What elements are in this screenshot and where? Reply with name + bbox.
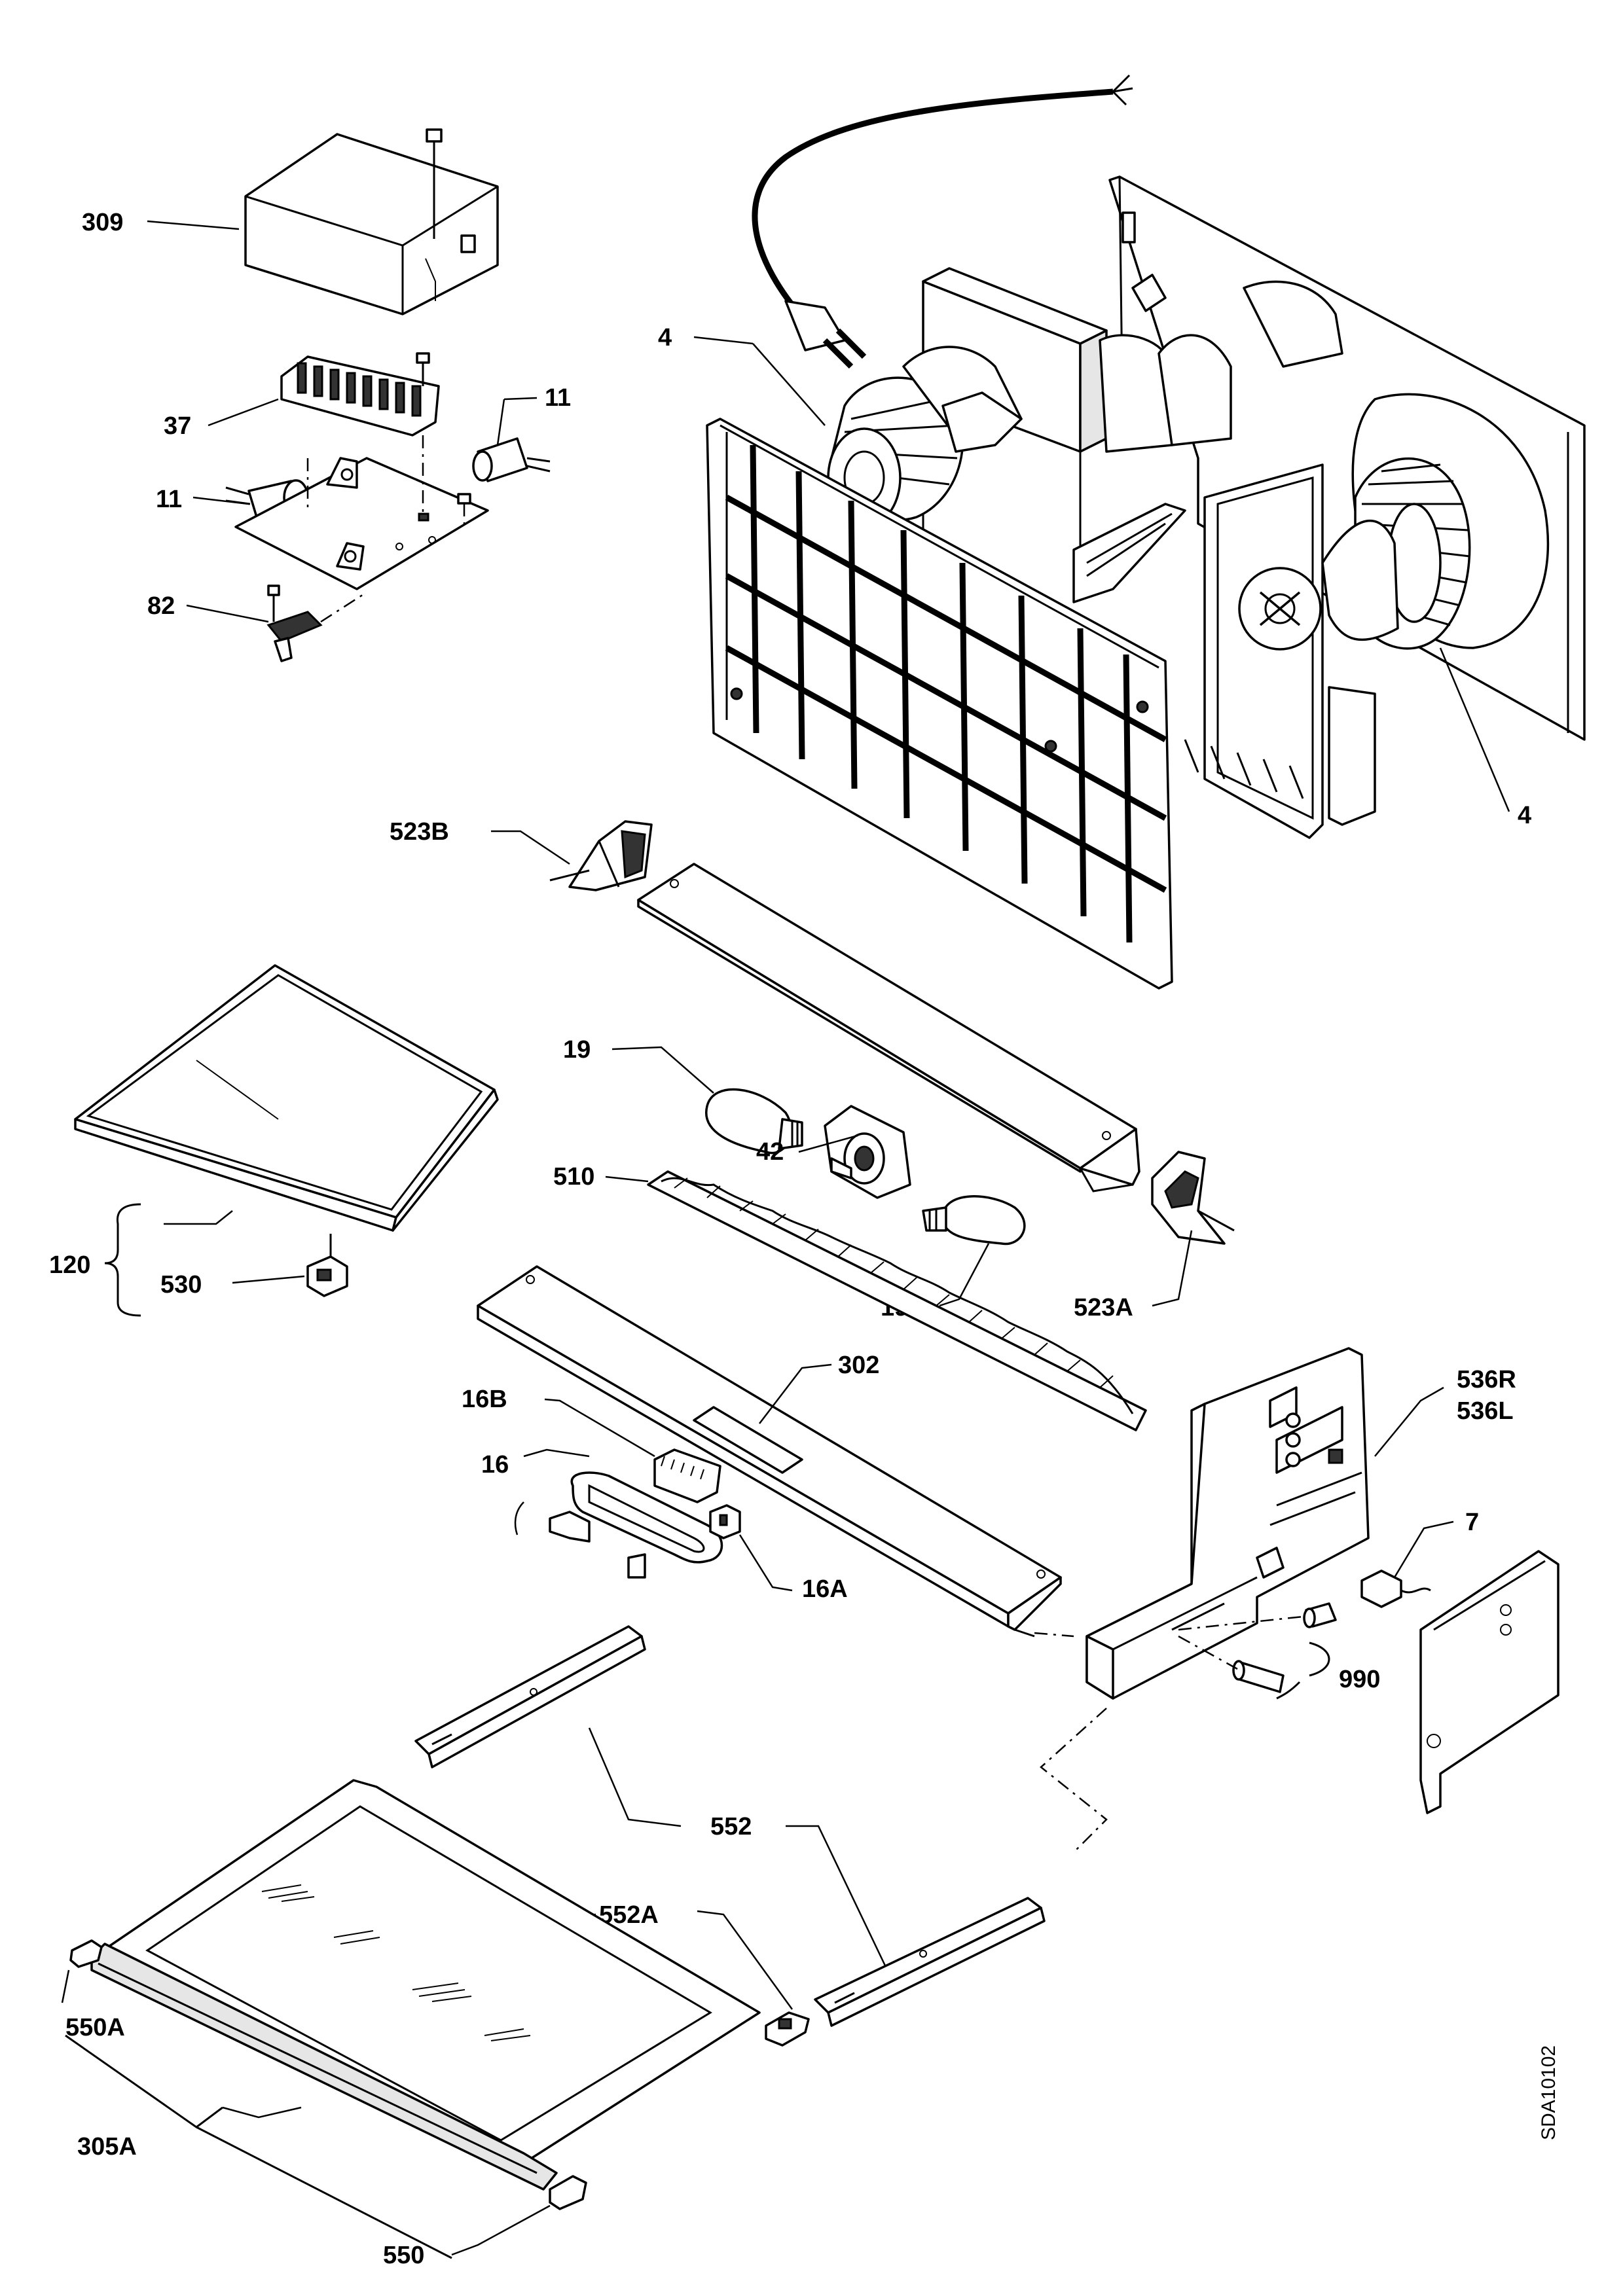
label-37: 37 — [164, 412, 191, 440]
dash-connector-2 — [1034, 1632, 1074, 1638]
lamp-bulb-19-upper — [704, 1088, 803, 1155]
label-550: 550 — [383, 2242, 424, 2269]
label-42: 42 — [756, 1138, 784, 1166]
label-536R: 536R — [1457, 1366, 1516, 1393]
label-82: 82 — [147, 592, 175, 620]
label-4-left: 4 — [658, 324, 672, 351]
label-4-right: 4 — [1518, 802, 1531, 829]
label-16A: 16A — [802, 1575, 848, 1603]
bracket-523A — [1151, 1151, 1235, 1245]
micro-switch-7 — [1360, 1570, 1431, 1608]
clip-530 — [306, 1234, 348, 1297]
label-16: 16 — [481, 1451, 509, 1479]
label-523B: 523B — [390, 818, 449, 846]
capacitor-11-right — [472, 437, 551, 482]
label-305A: 305A — [77, 2133, 137, 2161]
rail-clip-552A-lower — [765, 2011, 810, 2047]
label-7: 7 — [1465, 1509, 1479, 1536]
glass-panel-305A — [90, 1779, 761, 2191]
lamp-channel — [637, 863, 1140, 1193]
cover-plate — [1419, 1550, 1559, 1814]
label-120: 120 — [49, 1251, 90, 1279]
end-cap-550 — [549, 2175, 587, 2210]
label-552: 552 — [710, 1813, 752, 1840]
air-duct — [1072, 503, 1304, 799]
label-309: 309 — [82, 209, 123, 236]
rail-552-upper — [414, 1625, 646, 1768]
label-302: 302 — [838, 1352, 879, 1379]
grille-strip-510 — [647, 1170, 1147, 1431]
label-523A: 523A — [1074, 1294, 1133, 1321]
bracket-523B — [549, 820, 653, 891]
drawing-code: SDA10102 — [1538, 2045, 1559, 2140]
lamp-bulb-19-lower — [922, 1195, 1026, 1246]
rail-552-lower — [814, 1897, 1046, 2027]
end-cap-550A — [69, 1939, 103, 1968]
label-510: 510 — [553, 1163, 594, 1191]
side-frame-536 — [1085, 1347, 1370, 1700]
lamp-holder-42 — [824, 1105, 911, 1199]
filter-mat-120 — [74, 964, 499, 1232]
label-19-upper: 19 — [563, 1036, 591, 1064]
back-panel — [1108, 175, 1586, 741]
motor-fan-4-left — [827, 346, 1023, 528]
label-16B: 16B — [462, 1386, 507, 1413]
switch-panel-16 — [549, 1471, 723, 1579]
label-11-right: 11 — [545, 384, 571, 412]
motor-fan-4-right — [1203, 457, 1471, 839]
pcb-plate — [234, 435, 489, 590]
label-536L: 536L — [1457, 1397, 1514, 1425]
control-bar-302 — [477, 1265, 1062, 1638]
switch-unit-16B — [653, 1448, 721, 1503]
label-530: 530 — [160, 1271, 202, 1299]
power-cord — [752, 74, 1133, 369]
dash-connector-1 — [1040, 1708, 1108, 1853]
spacers-990 — [1178, 1602, 1337, 1693]
bracket-120 — [104, 1203, 141, 1317]
cover-box-309 — [244, 128, 499, 315]
switch-82 — [266, 584, 367, 662]
label-550A: 550A — [65, 2014, 125, 2041]
grease-filter-panel — [706, 418, 1173, 990]
switch-unit-16A — [709, 1504, 741, 1539]
label-11-left: 11 — [156, 486, 182, 513]
terminal-block-37 — [280, 352, 440, 437]
label-990: 990 — [1339, 1666, 1380, 1693]
